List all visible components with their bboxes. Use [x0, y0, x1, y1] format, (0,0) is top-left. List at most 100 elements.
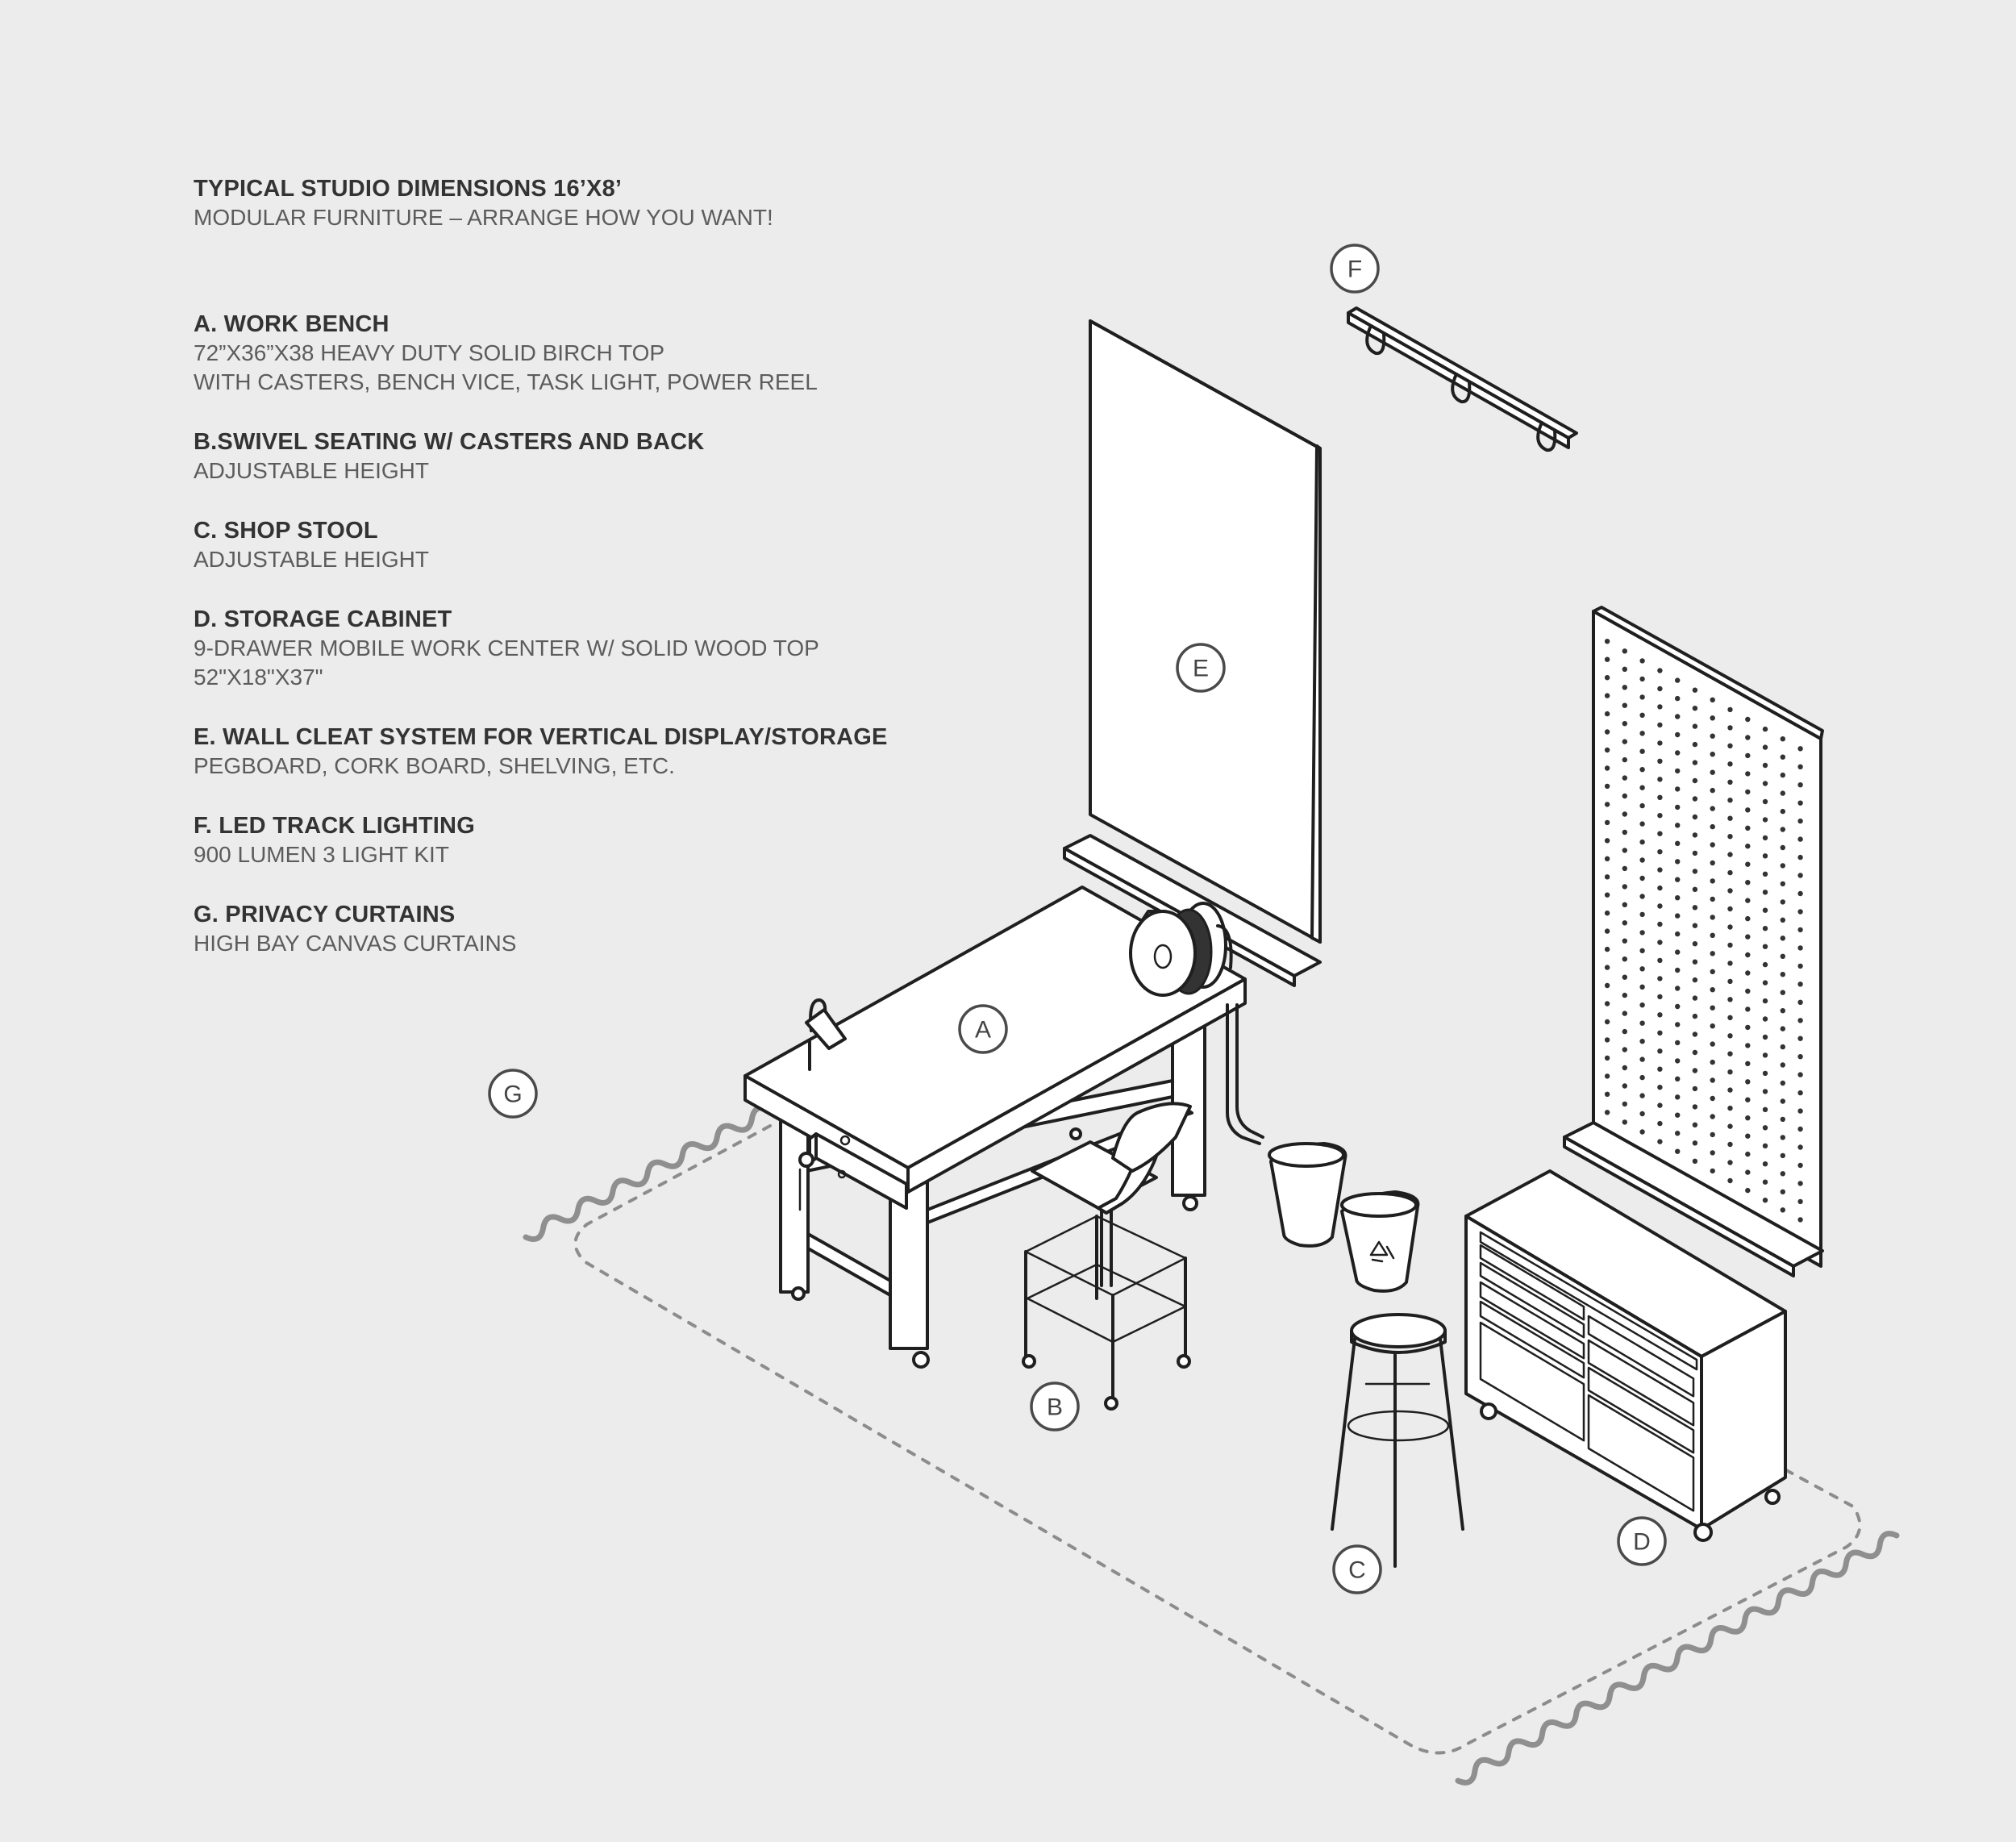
peg-hole: [1675, 877, 1681, 882]
badge-a: A: [958, 1004, 1008, 1054]
peg-hole: [1639, 966, 1645, 972]
legend-item-title: F. LED TRACK LIGHTING: [194, 813, 475, 839]
peg-hole: [1657, 994, 1663, 1000]
badge-g: G: [488, 1069, 538, 1119]
peg-hole: [1657, 813, 1663, 819]
peg-hole: [1639, 948, 1645, 954]
peg-hole: [1622, 811, 1628, 817]
peg-hole: [1710, 823, 1715, 830]
peg-hole: [1657, 957, 1663, 964]
peg-hole: [1797, 1144, 1803, 1150]
peg-hole: [1780, 827, 1785, 832]
peg-hole: [1710, 1095, 1715, 1102]
peg-hole: [1675, 1148, 1681, 1154]
peg-hole: [1657, 1139, 1663, 1144]
peg-hole: [1692, 777, 1698, 784]
peg-hole: [1657, 794, 1663, 800]
badge-e: E: [1176, 643, 1226, 693]
peg-hole: [1675, 913, 1681, 919]
peg-hole: [1710, 878, 1715, 884]
peg-hole: [1797, 1217, 1803, 1223]
peg-hole: [1762, 1052, 1768, 1058]
peg-hole: [1675, 1094, 1681, 1100]
peg-hole: [1675, 931, 1681, 937]
peg-hole: [1639, 748, 1645, 754]
peg-hole: [1710, 787, 1715, 794]
peg-hole: [1797, 1036, 1803, 1041]
peg-hole: [1604, 1055, 1610, 1061]
legend-item-work-bench: A. WORK BENCH 72”X36”X38 HEAVY DUTY SOLI…: [194, 310, 1000, 397]
power-reel: [1129, 902, 1233, 997]
peg-hole: [1727, 798, 1733, 803]
peg-hole: [1622, 775, 1628, 781]
badge-d: D: [1617, 1516, 1667, 1566]
legend-item-detail: HIGH BAY CANVAS CURTAINS: [194, 931, 517, 956]
peg-hole: [1745, 970, 1751, 976]
peg-hole: [1745, 880, 1751, 886]
peg-hole: [1692, 687, 1698, 693]
peg-hole: [1710, 1114, 1715, 1119]
peg-hole: [1604, 747, 1610, 753]
peg-hole: [1675, 967, 1681, 973]
peg-hole: [1675, 1058, 1681, 1064]
peg-hole: [1780, 917, 1785, 923]
legend-item-detail: ADJUSTABLE HEIGHT: [194, 458, 429, 483]
legend-item-detail: 900 LUMEN 3 LIGHT KIT: [194, 842, 449, 867]
peg-hole: [1622, 685, 1628, 690]
peg-hole: [1710, 697, 1715, 702]
peg-hole: [1692, 886, 1698, 893]
legend-item-title: A. WORK BENCH: [194, 311, 389, 337]
peg-hole: [1675, 695, 1681, 702]
peg-hole: [1762, 890, 1768, 895]
legend-item-detail: 72”X36”X38 HEAVY DUTY SOLID BIRCH TOP: [194, 340, 665, 365]
peg-hole: [1762, 980, 1768, 986]
peg-hole: [1745, 988, 1751, 994]
peg-hole: [1675, 986, 1681, 991]
peg-hole: [1639, 802, 1645, 809]
peg-hole: [1604, 911, 1610, 916]
peg-hole: [1727, 906, 1733, 912]
peg-hole: [1622, 739, 1628, 744]
peg-hole: [1727, 815, 1733, 821]
peg-hole: [1780, 990, 1785, 995]
legend-item-wall-cleat: E. WALL CLEAT SYSTEM FOR VERTICAL DISPLA…: [194, 723, 1000, 781]
peg-hole: [1797, 890, 1803, 897]
peg-hole: [1692, 1122, 1698, 1128]
peg-hole: [1657, 777, 1663, 782]
peg-hole: [1745, 735, 1751, 740]
peg-hole: [1657, 976, 1663, 981]
peg-hole: [1622, 756, 1628, 763]
peg-hole: [1639, 1039, 1645, 1044]
peg-hole: [1780, 936, 1785, 941]
peg-hole: [1639, 1020, 1645, 1026]
peg-hole: [1692, 941, 1698, 947]
peg-hole: [1692, 706, 1698, 711]
drawer-front: [1587, 1394, 1695, 1512]
peg-hole: [1745, 752, 1751, 759]
peg-hole: [1639, 1129, 1645, 1135]
peg-hole: [1639, 785, 1645, 790]
legend-item-detail: 52"X18"X37": [194, 665, 323, 690]
drawer-front: [1587, 1366, 1695, 1454]
peg-hole: [1622, 956, 1628, 962]
peg-hole: [1622, 1083, 1628, 1089]
peg-hole: [1675, 1040, 1681, 1046]
peg-hole: [1692, 1086, 1698, 1092]
legend-item-storage-cabinet: D. STORAGE CABINET 9-DRAWER MOBILE WORK …: [194, 605, 1000, 692]
svg-text:G: G: [503, 1081, 522, 1108]
peg-hole: [1727, 978, 1733, 985]
peg-hole: [1657, 1102, 1663, 1108]
peg-hole: [1780, 953, 1785, 960]
peg-hole: [1745, 844, 1751, 849]
peg-hole: [1692, 905, 1698, 911]
drawer-front: [1479, 1321, 1585, 1442]
peg-hole: [1622, 648, 1628, 654]
peg-hole: [1675, 840, 1681, 847]
peg-hole: [1692, 869, 1698, 874]
peg-hole: [1727, 888, 1733, 894]
peg-hole: [1639, 911, 1645, 918]
peg-hole: [1639, 875, 1645, 881]
peg-hole: [1604, 693, 1610, 698]
peg-hole: [1604, 965, 1610, 970]
peg-hole: [1604, 838, 1610, 844]
